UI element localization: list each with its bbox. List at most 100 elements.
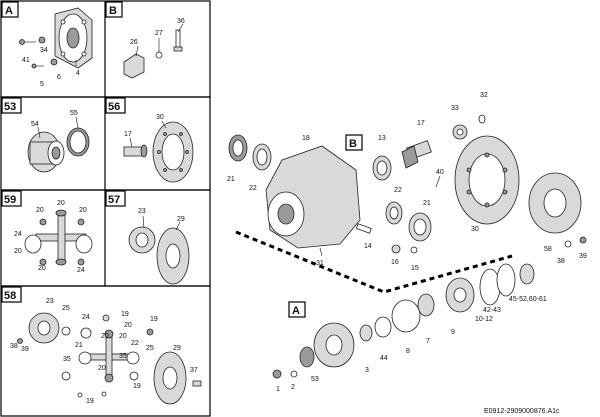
main-tags: B A bbox=[288, 134, 363, 318]
svg-text:5: 5 bbox=[40, 81, 44, 88]
svg-text:19: 19 bbox=[121, 311, 129, 318]
svg-text:25: 25 bbox=[62, 305, 70, 312]
svg-text:9: 9 bbox=[451, 329, 455, 336]
svg-text:30: 30 bbox=[471, 226, 479, 233]
svg-text:21: 21 bbox=[75, 342, 83, 349]
svg-text:35: 35 bbox=[63, 356, 71, 363]
svg-text:13: 13 bbox=[378, 135, 386, 142]
panel-56-callouts: 17 30 bbox=[124, 114, 164, 138]
panel-53-callouts: 54 55 bbox=[31, 110, 78, 128]
svg-text:54: 54 bbox=[31, 121, 39, 128]
main-tag-A: A bbox=[288, 301, 306, 318]
svg-text:35: 35 bbox=[119, 353, 127, 360]
svg-text:39: 39 bbox=[21, 346, 29, 353]
svg-text:20: 20 bbox=[79, 207, 87, 214]
svg-text:38: 38 bbox=[10, 343, 18, 350]
svg-text:29: 29 bbox=[177, 216, 185, 223]
panel-A-parts bbox=[19, 7, 93, 69]
svg-text:20: 20 bbox=[36, 207, 44, 214]
svg-text:8: 8 bbox=[406, 348, 410, 355]
panel-56-parts bbox=[123, 120, 194, 183]
svg-text:32: 32 bbox=[480, 92, 488, 99]
svg-text:10-12: 10-12 bbox=[475, 316, 493, 323]
svg-text:26: 26 bbox=[130, 39, 138, 46]
svg-text:24: 24 bbox=[77, 267, 85, 274]
panel-tag-B: B bbox=[105, 1, 123, 18]
panel-58-parts bbox=[17, 312, 202, 405]
panel-frame-58 bbox=[0, 285, 211, 417]
svg-text:17: 17 bbox=[124, 131, 132, 138]
svg-text:24: 24 bbox=[14, 231, 22, 238]
panel-57-parts bbox=[128, 215, 190, 285]
svg-text:22: 22 bbox=[131, 340, 139, 347]
panel-label-53: 53 bbox=[4, 101, 16, 113]
panel-label-59: 59 bbox=[4, 194, 16, 206]
svg-text:42-43: 42-43 bbox=[483, 307, 501, 314]
svg-text:38: 38 bbox=[557, 258, 565, 265]
panel-53-parts bbox=[27, 116, 90, 173]
svg-text:24: 24 bbox=[82, 314, 90, 321]
bracket bbox=[123, 53, 145, 79]
svg-text:17: 17 bbox=[417, 120, 425, 127]
panel-57-callouts: 23 29 bbox=[138, 208, 185, 223]
svg-text:1: 1 bbox=[276, 386, 280, 393]
svg-text:18: 18 bbox=[302, 135, 310, 142]
panel-label-A: A bbox=[5, 5, 13, 17]
svg-text:4: 4 bbox=[76, 70, 80, 77]
svg-text:3: 3 bbox=[365, 367, 369, 374]
svg-text:30: 30 bbox=[156, 114, 164, 121]
svg-text:22: 22 bbox=[394, 187, 402, 194]
svg-text:20: 20 bbox=[101, 333, 109, 340]
svg-text:7: 7 bbox=[426, 338, 430, 345]
panel-tag-59: 59 bbox=[1, 190, 22, 207]
panel-tag-57: 57 bbox=[105, 190, 126, 207]
svg-text:20: 20 bbox=[124, 322, 132, 329]
svg-text:37: 37 bbox=[190, 367, 198, 374]
svg-text:25: 25 bbox=[146, 345, 154, 352]
svg-text:21: 21 bbox=[423, 200, 431, 207]
svg-text:20: 20 bbox=[14, 248, 22, 255]
svg-text:6: 6 bbox=[57, 74, 61, 81]
panel-59-callouts: 20 20 20 24 24 20 20 bbox=[14, 200, 87, 274]
svg-text:19: 19 bbox=[150, 316, 158, 323]
svg-text:44: 44 bbox=[380, 355, 388, 362]
svg-text:2: 2 bbox=[291, 384, 295, 391]
svg-text:21: 21 bbox=[227, 176, 235, 183]
svg-text:19: 19 bbox=[133, 383, 141, 390]
svg-text:45-52,60-61: 45-52,60-61 bbox=[509, 296, 547, 303]
svg-text:20: 20 bbox=[57, 200, 65, 207]
svg-text:27: 27 bbox=[155, 30, 163, 37]
svg-text:15: 15 bbox=[411, 265, 419, 272]
svg-text:14: 14 bbox=[364, 243, 372, 250]
svg-text:29: 29 bbox=[173, 345, 181, 352]
svg-text:55: 55 bbox=[70, 110, 78, 117]
svg-text:16: 16 bbox=[391, 259, 399, 266]
svg-text:20: 20 bbox=[98, 365, 106, 372]
svg-text:22: 22 bbox=[249, 185, 257, 192]
svg-text:23: 23 bbox=[46, 298, 54, 305]
main-parts bbox=[228, 114, 587, 379]
svg-text:19: 19 bbox=[86, 398, 94, 405]
panel-label-56: 56 bbox=[108, 101, 120, 113]
svg-text:53: 53 bbox=[311, 376, 319, 383]
svg-text:36: 36 bbox=[177, 18, 185, 25]
svg-text:20: 20 bbox=[119, 333, 127, 340]
panel-label-57: 57 bbox=[108, 194, 120, 206]
panel-label-58: 58 bbox=[4, 290, 16, 302]
svg-text:20: 20 bbox=[38, 265, 46, 272]
svg-text:B: B bbox=[349, 138, 357, 150]
svg-text:33: 33 bbox=[451, 105, 459, 112]
panel-tag-53: 53 bbox=[1, 97, 22, 114]
panel-tag-A: A bbox=[1, 1, 19, 18]
svg-text:23: 23 bbox=[138, 208, 146, 215]
main-callouts: 18 13 17 33 32 40 21 22 22 21 14 16 15 3… bbox=[227, 92, 587, 393]
svg-text:58: 58 bbox=[544, 246, 552, 253]
panel-A-callouts: 41 34 6 5 4 bbox=[22, 47, 80, 88]
svg-text:41: 41 bbox=[22, 57, 30, 64]
svg-text:34: 34 bbox=[40, 47, 48, 54]
panel-58-callouts: 23 25 24 19 20 19 38 39 20 20 35 25 21 2… bbox=[10, 298, 198, 405]
panel-label-B: B bbox=[109, 5, 117, 17]
panel-tag-56: 56 bbox=[105, 97, 126, 114]
svg-text:A: A bbox=[292, 305, 300, 317]
